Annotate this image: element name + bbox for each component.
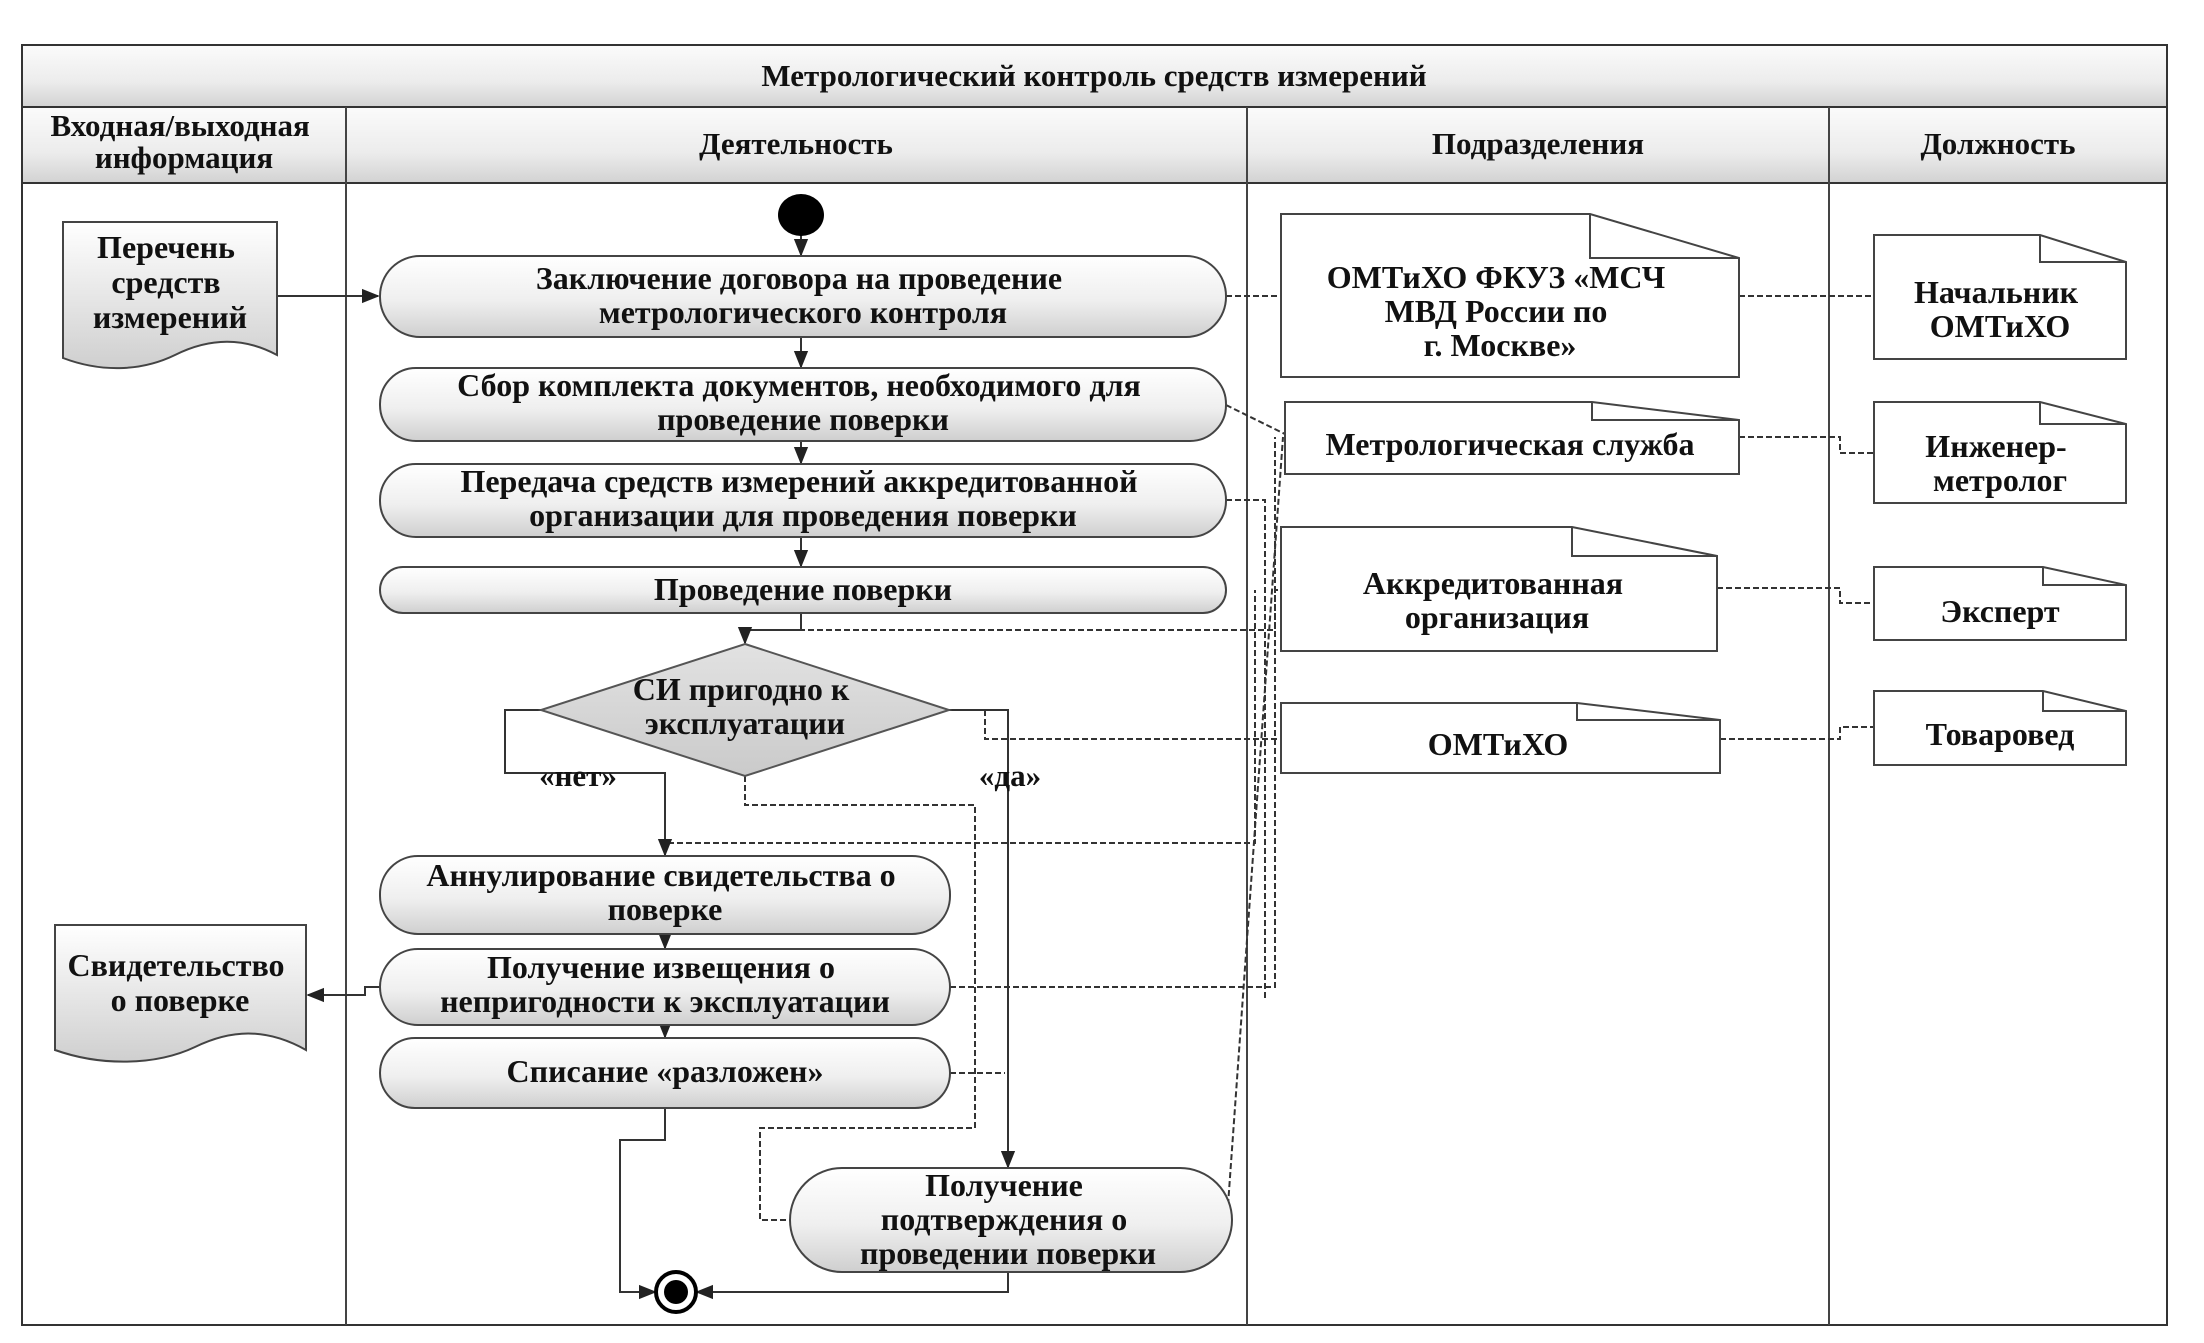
svg-text:Начальник ОМТиХО: Начальник ОМТиХО [1914, 274, 2086, 344]
flow-confirmation-to-end [695, 1272, 1009, 1300]
activity-confirmation[interactable]: Получение подтверждения о проведении пов… [789, 1167, 1233, 1273]
svg-text:Проведение поверки: Проведение поверки [654, 571, 952, 607]
activity-writeoff[interactable]: Списание «разложен» [379, 1037, 951, 1109]
svg-text:Заключение договора на проведе: Заключение договора на проведение метрол… [536, 260, 1070, 330]
svg-text:СИ пригодно к эксплуатац: СИ пригодно к эксплуатации [633, 671, 858, 741]
body-area [21, 182, 2168, 1326]
flow-writeoff-to-end [619, 1108, 666, 1300]
svg-text:Сбор комплекта документов, нео: Сбор комплекта документов, необходимого … [457, 367, 1149, 437]
flow-decision-no [504, 709, 673, 857]
activity-notice[interactable]: Получение извещения о непригодности к эк… [379, 948, 951, 1026]
assoc-annul-dept [668, 590, 1256, 844]
activity-collect-docs[interactable]: Сбор комплекта документов, необходимого … [379, 367, 1227, 442]
decision-no-label: «нет» [539, 758, 617, 793]
column-header-activity: Деятельность [699, 126, 893, 161]
assoc-transfer-dept [1226, 499, 1266, 1000]
assoc-confirmation-dept [1227, 436, 1284, 1206]
svg-text:Метрологическая служба: Метрологическая служба [1325, 426, 1694, 462]
dept-omtiho[interactable]: ОМТиХО [1280, 702, 1721, 774]
position-engineer[interactable]: Инженер- метролог [1873, 401, 2127, 504]
activities: Заключение договора на проведение метрол… [379, 255, 1233, 1273]
column-header-positions: Должность [1920, 126, 2075, 161]
svg-text:Списание «разложен»: Списание «разложен» [507, 1053, 824, 1089]
positions: Начальник ОМТиХО Инженер- метролог Экспе… [1873, 234, 2127, 766]
departments: ОМТиХО ФКУЗ «МСЧ МВД России по г. Москве… [1280, 213, 1740, 774]
flow-decision-yes [949, 709, 1016, 1169]
assoc-merchandiser [1720, 726, 1874, 740]
assoc-engineer [1739, 436, 1874, 454]
dept-accredited-org[interactable]: Аккредитованная организация [1280, 526, 1718, 652]
column-header-departments: Подразделения [1432, 126, 1644, 161]
activity-contract[interactable]: Заключение договора на проведение метрол… [379, 255, 1227, 338]
assoc-expert [1717, 587, 1874, 604]
control-flow [277, 233, 1016, 1300]
svg-text:Перечень средств и: Перечень средств измерений [93, 229, 247, 335]
assoc-decision-bottom [744, 776, 976, 1221]
activity-transfer[interactable]: Передача средств измерений аккредитованн… [379, 463, 1227, 538]
decision-yes-label: «да» [979, 758, 1041, 793]
svg-text:ОМТиХО ФКУЗ «МСЧ МВД Р: ОМТиХО ФКУЗ «МСЧ МВД России по г. Москве… [1327, 259, 1673, 363]
swimlane-table: Метрологический контроль средств измерен… [21, 44, 2168, 1326]
svg-text:Аннулирование свидетельства о: Аннулирование свидетельства о поверке [426, 857, 903, 927]
svg-text:Эксперт: Эксперт [1940, 593, 2060, 629]
activity-verification[interactable]: Проведение поверки [379, 566, 1227, 614]
svg-text:Получение подтверждени: Получение подтверждения о проведении пов… [860, 1167, 1156, 1271]
position-head[interactable]: Начальник ОМТиХО [1873, 234, 2127, 360]
svg-text:Аккредитованная органи: Аккредитованная организация [1363, 565, 1631, 635]
flow-notice-to-certificate [306, 986, 380, 1003]
position-merchandiser[interactable]: Товаровед [1873, 690, 2127, 766]
svg-text:Свидетельство о поверке: Свидетельство о поверке [68, 947, 293, 1018]
svg-text:Товаровед: Товаровед [1926, 716, 2075, 752]
association-lines [668, 295, 1874, 1221]
dept-omtiho-fkuz[interactable]: ОМТиХО ФКУЗ «МСЧ МВД России по г. Москве… [1280, 213, 1740, 378]
end-node [654, 1270, 698, 1314]
title-row [21, 44, 2168, 108]
svg-text:Передача средств измерений акк: Передача средств измерений аккредитованн… [460, 463, 1145, 533]
column-header-io: Входная/выходная информация [50, 108, 317, 175]
svg-text:Инженер- метролог: Инженер- метролог [1925, 428, 2074, 498]
input-doc-list[interactable]: Перечень средств измерений [62, 221, 278, 370]
output-doc-certificate[interactable]: Свидетельство о поверке [54, 924, 307, 1063]
svg-text:ОМТиХО: ОМТиХО [1428, 726, 1568, 762]
dept-metrology-service[interactable]: Метрологическая служба [1284, 401, 1740, 475]
svg-text:Получение извещения о: Получение извещения о непригодности к эк… [440, 949, 890, 1019]
header-row [21, 106, 2168, 184]
flow-verification-to-decision [737, 613, 802, 645]
activity-annul[interactable]: Аннулирование свидетельства о поверке [379, 855, 951, 935]
assoc-collect-dept [1225, 404, 1292, 438]
position-expert[interactable]: Эксперт [1873, 566, 2127, 641]
diagram-title: Метрологический контроль средств измерен… [761, 58, 1426, 93]
assoc-notice-dept [950, 437, 1276, 988]
start-node [778, 194, 824, 236]
decision-node[interactable]: СИ пригодно к эксплуатации [537, 642, 953, 778]
